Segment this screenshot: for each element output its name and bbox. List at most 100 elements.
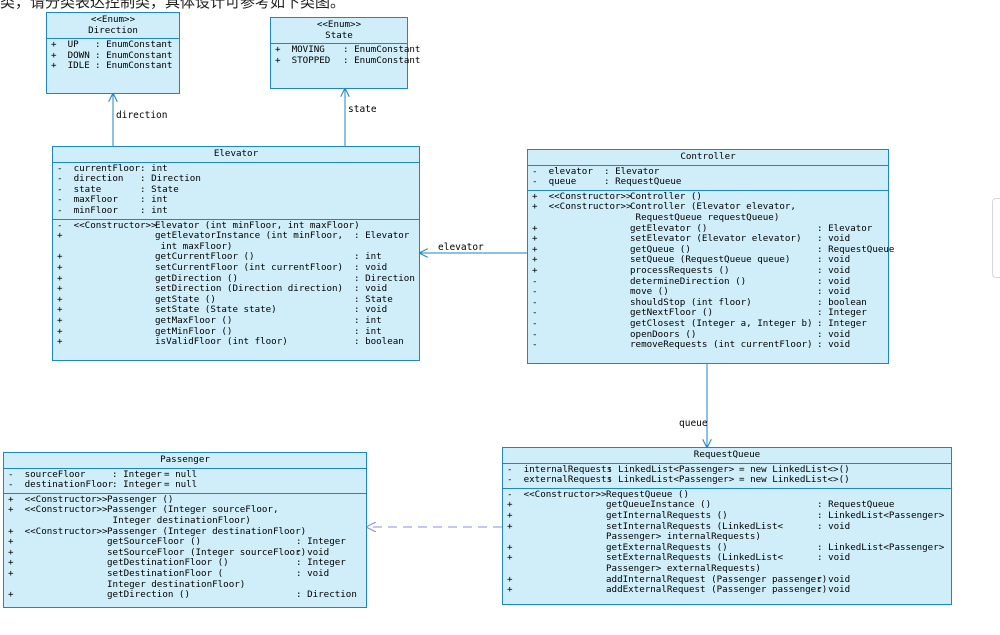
method-row-part: + xyxy=(8,567,14,579)
method-row-part: RequestQueue requestQueue) xyxy=(630,211,780,223)
method-row-part: : LinkedList<Passenger> xyxy=(817,509,945,521)
method-row: +setQueue (RequestQueue queue): void xyxy=(528,255,888,266)
method-row-part: - <<Constructor>> xyxy=(57,219,157,231)
enum-constant-row-part: + STOPPED xyxy=(275,54,331,66)
attribute-row-part: : Elevator xyxy=(604,165,660,177)
method-row-part: getDirection () xyxy=(107,589,190,601)
method-row-part: + xyxy=(507,584,513,596)
method-row-part: : void xyxy=(296,567,330,579)
attribute-row: - currentFloor: int xyxy=(53,162,419,175)
method-row: + <<Constructor>>Controller () xyxy=(528,191,888,203)
method-row-part: : void xyxy=(296,546,330,558)
class-name-controller: Controller xyxy=(680,151,736,162)
attribute-row-part: - currentFloor xyxy=(57,162,140,174)
method-row: Integer destinationFloor) xyxy=(4,579,366,591)
method-row: +getDirection (): Direction xyxy=(4,590,366,601)
method-row-part: + xyxy=(507,520,513,532)
attribute-row-part: : LinkedList<Passenger> xyxy=(607,474,735,486)
enum-constant-row-part: + DOWN xyxy=(51,49,90,61)
method-row-part: : Integer xyxy=(296,557,346,569)
method-row: +getElevator (): Elevator xyxy=(528,223,888,235)
stereotype-label: <<Enum>> xyxy=(90,14,136,25)
method-row-part: + xyxy=(57,304,63,316)
attribute-row-part: : Integer xyxy=(112,479,162,491)
method-row-part: setSourceFloor (Integer sourceFloor) xyxy=(107,546,307,558)
method-row-part: RequestQueue () xyxy=(606,488,689,500)
method-row: + <<Constructor>>Controller (Elevator el… xyxy=(528,202,888,213)
method-row-part: : void xyxy=(817,286,851,298)
attribute-row: - state: State xyxy=(53,184,419,196)
method-row-part: setCurrentFloor (int currentFloor) xyxy=(155,261,344,273)
method-row: +getQueue (): RequestQueue xyxy=(528,243,894,256)
method-row-part: getClosest (Integer a, Integer b) xyxy=(630,317,813,329)
method-row-part: + xyxy=(532,264,538,276)
method-row: Passenger> internalRequests) xyxy=(503,532,951,543)
class-name-state: State xyxy=(325,29,353,41)
attribute-row-part: - maxFloor xyxy=(57,194,118,206)
association-label-direction: direction xyxy=(116,110,168,121)
attribute-row-part: - queue xyxy=(532,176,577,188)
method-row-part: + xyxy=(57,261,63,273)
method-row-part: Controller (Elevator elevator, xyxy=(630,201,796,213)
method-row-part: : Direction xyxy=(296,589,357,601)
attribute-row: - destinationFloor: Integer= null xyxy=(4,480,366,491)
class-box-controller[interactable]: Controller - elevator: Elevator- queue : … xyxy=(527,149,894,364)
method-row-part: move () xyxy=(630,286,669,298)
method-row-part: setState (State state) xyxy=(155,304,277,316)
method-row-part: + <<Constructor>> xyxy=(532,201,632,213)
method-row: - move () : void xyxy=(528,287,888,298)
method-row-part: : int xyxy=(354,251,382,263)
enum-constant-row: + MOVING: EnumConstant xyxy=(271,45,420,56)
method-row: + setInternalRequests (LinkedList< : void xyxy=(503,520,951,533)
method-row-part: getSourceFloor () xyxy=(107,536,202,548)
method-row: +getDirection (): Direction xyxy=(53,272,419,285)
method-row-part: : void xyxy=(354,283,388,295)
method-row-part: - xyxy=(532,339,538,351)
method-row: int maxFloor) xyxy=(53,241,419,253)
method-row: RequestQueue requestQueue) xyxy=(528,211,888,224)
method-row-part: : void xyxy=(354,304,388,316)
methods-section: + <<Constructor>>Controller ()+ <<Constr… xyxy=(528,191,894,353)
attribute-row: - maxFloor: int xyxy=(53,195,419,206)
side-panel-tab[interactable] xyxy=(992,198,1000,278)
attribute-row-part: = null xyxy=(164,468,198,480)
method-row-part: getQueueInstance () xyxy=(606,499,712,511)
method-row: Integer destinationFloor) xyxy=(4,515,366,527)
class-box-passenger[interactable]: Passenger - sourceFloor: Integer= null- … xyxy=(3,452,367,608)
method-row: +getState (): State xyxy=(53,294,419,306)
method-row-part: + xyxy=(507,552,513,564)
attribute-row-part: - externalRequests xyxy=(507,474,613,486)
class-header-requestqueue: RequestQueue xyxy=(503,448,951,464)
method-row: - <<Constructor>>Elevator (int minFloor,… xyxy=(53,219,419,232)
attribute-row-part: - minFloor xyxy=(57,204,118,216)
attribute-row: - minFloor: int xyxy=(53,204,419,217)
method-row-part: : Integer xyxy=(817,307,867,319)
method-row-part: - xyxy=(532,275,538,287)
attribute-row: - elevator: Elevator xyxy=(528,165,888,178)
method-row-part: getQueue () xyxy=(630,243,691,255)
class-box-state[interactable]: <<Enum>> State + MOVING: EnumConstant+ S… xyxy=(270,17,420,89)
method-row-part: getDirection () xyxy=(155,272,238,284)
method-row: + setState (State state) : void xyxy=(53,305,419,316)
method-row: +addExternalRequest (Passenger passenger… xyxy=(503,585,951,596)
method-row: -shouldStop (int floor): boolean xyxy=(528,297,888,309)
class-box-elevator[interactable]: Elevator - currentFloor: int- direction:… xyxy=(52,146,420,361)
method-row-part: : void xyxy=(817,520,851,532)
method-row-part: : RequestQueue xyxy=(817,243,895,255)
method-row-part: + <<Constructor>> xyxy=(8,525,108,537)
method-row-part: : LinkedList<Passenger> xyxy=(817,541,945,553)
method-row-part: + xyxy=(532,233,538,245)
class-box-direction[interactable]: <<Enum>> Direction + UP: EnumConstant+ D… xyxy=(46,12,180,94)
attribute-row-part: = null xyxy=(164,479,198,491)
association-label-state: state xyxy=(348,104,377,115)
method-row-part: setElevator (Elevator elevator) xyxy=(630,233,802,245)
method-row-part: setInternalRequests (LinkedList< xyxy=(606,520,784,532)
method-row-part: : boolean xyxy=(354,336,404,348)
method-row: +setCurrentFloor (int currentFloor): voi… xyxy=(53,261,419,274)
class-box-requestqueue[interactable]: RequestQueue - internalRequests: LinkedL… xyxy=(502,447,952,605)
attribute-row-part: : int xyxy=(140,162,168,174)
method-row-part: - xyxy=(532,286,538,298)
method-row-part: : Integer xyxy=(296,536,346,548)
method-row-part: : Direction xyxy=(354,272,415,284)
method-row: +getMaxFloor (): int xyxy=(53,315,419,327)
